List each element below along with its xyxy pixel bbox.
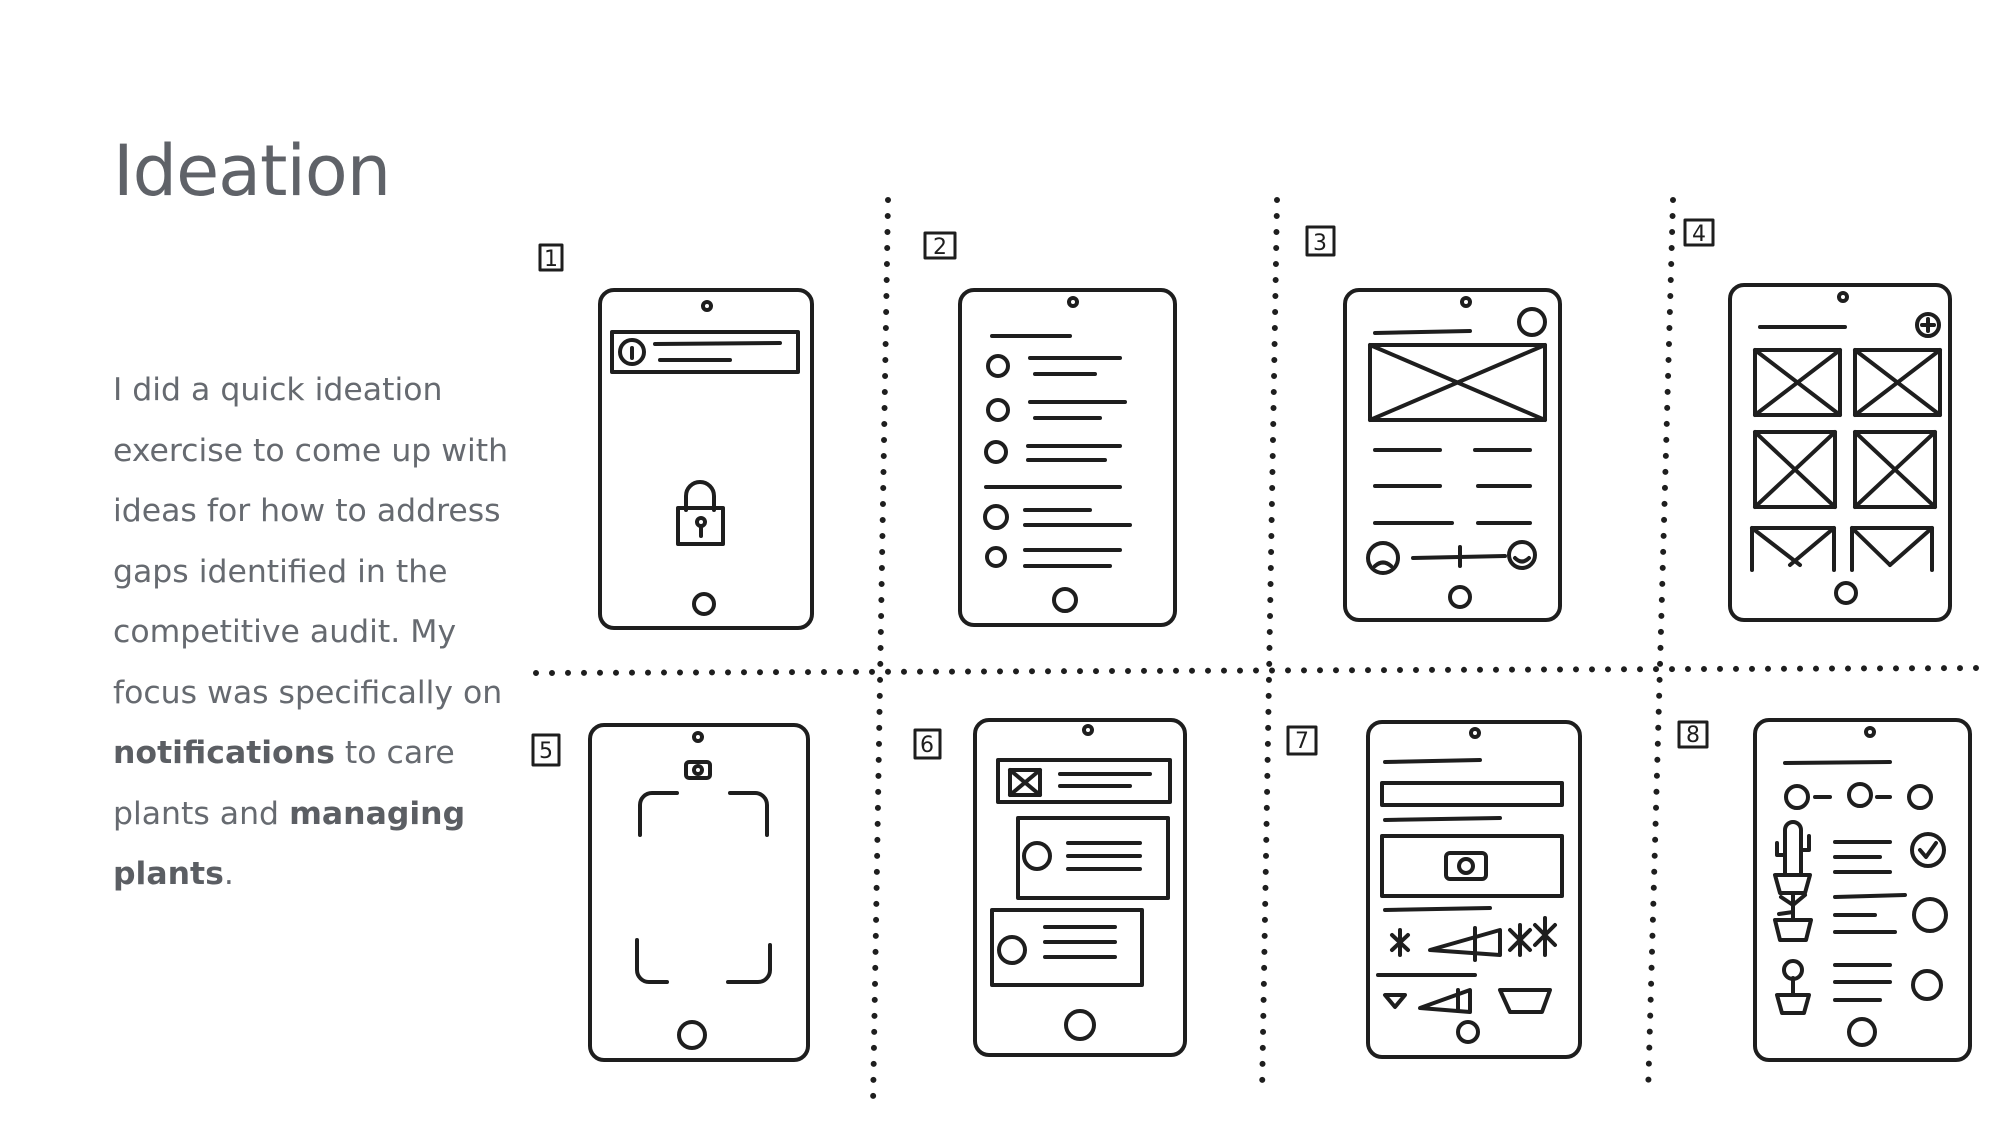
unchecked-circle-icon — [1912, 897, 1948, 933]
flower-icon — [1390, 928, 1410, 957]
step-1-icon — [1784, 784, 1810, 810]
happy-face-icon — [1507, 540, 1537, 570]
step-3-icon — [1907, 784, 1933, 810]
sketch-phone-6 — [973, 718, 1187, 1057]
description-intro: I did a quick ideation exercise to come … — [113, 372, 509, 711]
page-title: Ideation — [113, 130, 391, 212]
sketch-number-7: 7 — [1295, 729, 1309, 754]
sketch-number-1: 1 — [544, 247, 558, 272]
unchecked-circle-icon — [1911, 969, 1943, 1001]
lock-icon — [676, 480, 725, 546]
sketch-phone-5 — [588, 723, 810, 1062]
sketch-phone-3 — [1343, 288, 1562, 622]
checked-circle-icon — [1910, 832, 1946, 868]
camera-icon — [1444, 851, 1488, 881]
sketch-phone-8 — [1753, 718, 1972, 1062]
horizontal-divider — [533, 665, 1993, 676]
scan-frame — [638, 791, 679, 837]
sketch-number-4: 4 — [1692, 222, 1706, 247]
sketch-phone-2 — [958, 288, 1177, 627]
dotted-dividers — [533, 197, 1993, 1108]
image-placeholder — [1368, 343, 1547, 422]
vertical-divider-1 — [870, 197, 891, 1108]
sad-face-icon — [1366, 541, 1400, 575]
description-end: . — [223, 856, 234, 892]
ideation-sketches: 1 2 3 4 5 6 7 8 — [531, 197, 1993, 1108]
description-middle: to care plants and — [113, 735, 455, 832]
cactus-icon — [1773, 820, 1812, 895]
sketch-phone-7 — [1366, 720, 1582, 1059]
sketch-number-5: 5 — [539, 739, 553, 764]
camera-icon — [684, 760, 712, 780]
info-icon — [618, 338, 646, 366]
description-bold-notifications: notifications — [113, 735, 335, 771]
help-icon — [1517, 307, 1547, 337]
sketch-phone-1 — [598, 288, 814, 630]
description-bold-managing-plants: managing plants — [113, 795, 466, 893]
sketch-number-2: 2 — [933, 235, 947, 260]
step-2-icon — [1847, 782, 1873, 808]
potted-plant-icon — [1773, 893, 1813, 942]
vertical-divider-3 — [1645, 197, 1676, 1098]
sketch-phone-4 — [1728, 283, 1952, 622]
sketch-number-6: 6 — [920, 733, 934, 758]
add-icon — [1915, 312, 1941, 338]
description: I did a quick ideation exercise to come … — [113, 360, 513, 905]
sketch-numbers — [531, 218, 1715, 767]
sketch-number-3: 3 — [1313, 231, 1327, 256]
vertical-divider-2 — [1259, 197, 1280, 1098]
photo-upload — [1380, 834, 1564, 898]
sketch-number-8: 8 — [1686, 723, 1700, 748]
flower-pot-icon — [1775, 959, 1811, 1015]
